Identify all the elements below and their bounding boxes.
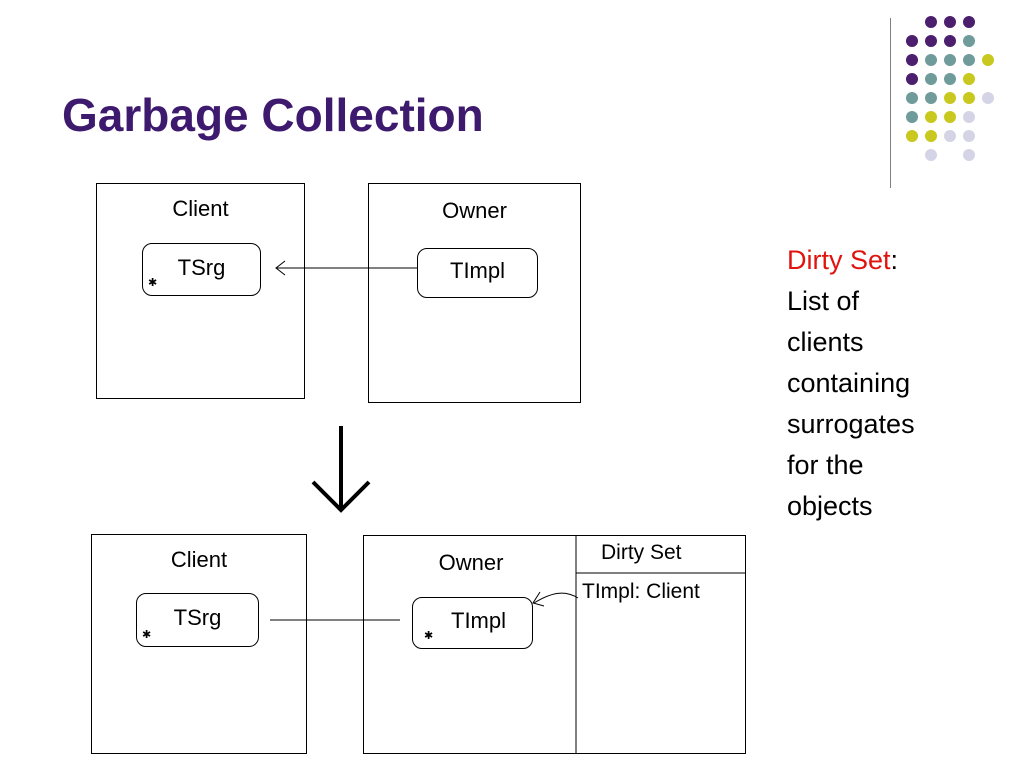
impl-label: TImpl [450,258,505,283]
decorative-dot [925,16,937,28]
decorative-dot [925,149,937,161]
arrow-down-icon [311,480,371,513]
decorative-dot [963,16,975,28]
surrogate-object-after: TSrg [136,593,259,647]
side-note-line: surrogates [787,409,915,439]
term-colon: : [890,245,899,275]
dirty-set-entry: TImpl: Client [582,580,700,603]
decorative-dot [963,54,975,66]
decorative-dot [925,130,937,142]
slide-title: Garbage Collection [62,89,484,141]
decorative-dot [963,149,975,161]
owner-label: Owner [442,198,507,223]
decorative-dot [944,16,956,28]
side-note: Dirty Set: List of clients containing su… [787,240,987,527]
curved-arrowhead-icon [532,591,545,607]
decorative-dot [906,73,918,85]
decorative-dot [944,35,956,47]
decorative-dot [906,92,918,104]
client-label: Client [172,196,229,221]
decorative-dot [906,111,918,123]
dirty-set-header: Dirty Set [601,541,682,564]
arrowhead-left-icon [275,260,286,276]
decorative-dot [944,73,956,85]
side-note-line: containing [787,368,911,398]
decorative-dot [925,73,937,85]
impl-label: TImpl [451,608,506,633]
decorative-dot [944,92,956,104]
impl-object-before: TImpl [417,248,538,298]
decorative-dot [963,130,975,142]
surrogate-label: TSrg [177,254,226,280]
client-label: Client [170,547,228,572]
dirty-set-pointer [533,592,579,604]
decorative-dot [906,130,918,142]
owner-label: Owner [438,550,504,575]
surrogate-object-before: TSrg [142,243,261,296]
decorative-dot [982,92,994,104]
decorative-dot [944,54,956,66]
impl-object-after: TImpl [412,597,533,649]
dirty-set-term: Dirty Set [787,245,891,275]
decorative-dot [963,35,975,47]
decorative-dot [963,73,975,85]
decorative-dot [944,130,956,142]
decorative-dot [925,111,937,123]
side-note-term-line: Dirty Set: [787,240,987,281]
side-note-line: objects [787,491,873,521]
decorative-divider [890,18,891,188]
decorative-dot [925,54,937,66]
decorative-dot [982,54,994,66]
decorative-dot [944,111,956,123]
decorative-dot [906,54,918,66]
decorative-dot [925,92,937,104]
surrogate-label: TSrg [173,605,222,630]
marker-icon: ✱ [148,277,158,289]
side-note-line: List of [787,286,860,316]
marker-icon: ✱ [424,630,434,642]
decorative-dot [963,111,975,123]
decorative-dot [906,35,918,47]
side-note-line: for the [787,450,864,480]
decorative-dot [963,92,975,104]
side-note-line: clients [787,327,864,357]
decorative-dot [925,35,937,47]
marker-icon: ✱ [142,629,152,641]
